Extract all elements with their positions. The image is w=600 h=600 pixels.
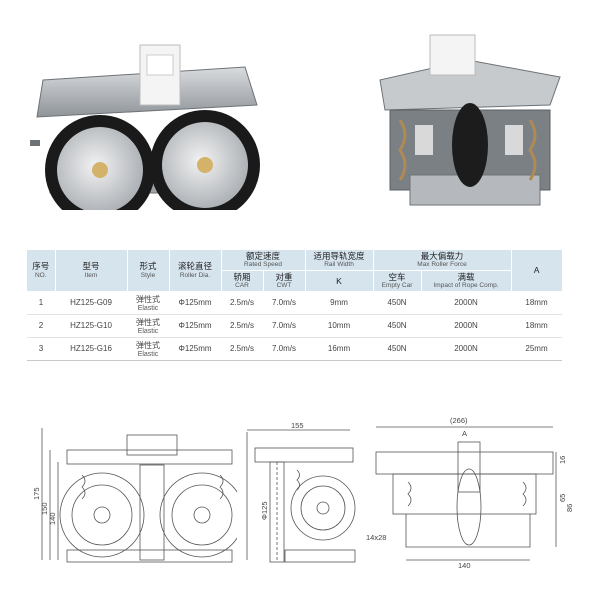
cell-impact: 2000N <box>421 291 512 315</box>
cell-no: 2 <box>27 314 55 338</box>
dim-86: 86 <box>565 504 573 512</box>
cell-empty: 450N <box>373 314 422 338</box>
cell-empty: 450N <box>373 291 422 315</box>
cell-item: HZ125-G10 <box>55 314 127 338</box>
cell-a: 25mm <box>511 337 563 361</box>
cell-impact: 2000N <box>421 314 512 338</box>
dim-phi125: Φ125 <box>260 502 269 521</box>
dim-140: 140 <box>48 512 57 525</box>
cell-car: 2.5m/s <box>221 291 263 315</box>
cell-cwt: 7.0m/s <box>263 337 306 361</box>
cell-no: 1 <box>27 291 55 315</box>
drawing-front-view: 175 150 140 <box>32 428 237 563</box>
dim-65: 65 <box>558 494 567 502</box>
dim-140-base: 140 <box>458 561 471 570</box>
cell-impact: 2000N <box>421 337 512 361</box>
dim-266: (266) <box>450 416 468 425</box>
dim-a: A <box>462 429 467 438</box>
cell-k: 10mm <box>305 314 374 338</box>
cell-a: 18mm <box>511 291 563 315</box>
cell-roller: Φ125mm <box>169 291 221 315</box>
cell-item: HZ125-G09 <box>55 291 127 315</box>
cell-no: 3 <box>27 337 55 361</box>
product-photo-front <box>30 44 260 210</box>
cell-roller: Φ125mm <box>169 314 221 338</box>
drawing-side-view: 155 Φ125 <box>246 421 356 563</box>
cell-a: 18mm <box>511 314 563 338</box>
dim-150: 150 <box>40 502 49 515</box>
cell-k: 9mm <box>305 291 374 315</box>
drawing-top-view: (266) A 14x28 140 16 65 86 <box>366 416 573 570</box>
cell-k: 16mm <box>305 337 374 361</box>
cell-roller: Φ125mm <box>169 337 221 361</box>
cell-cwt: 7.0m/s <box>263 314 306 338</box>
cell-car: 2.5m/s <box>221 337 263 361</box>
header-k: K <box>305 270 374 292</box>
dim-14x28: 14x28 <box>366 533 386 542</box>
cell-cwt: 7.0m/s <box>263 291 306 315</box>
dim-155: 155 <box>291 421 304 430</box>
cell-item: HZ125-G16 <box>55 337 127 361</box>
product-photo-back <box>379 34 561 206</box>
dim-175: 175 <box>32 487 41 500</box>
cell-car: 2.5m/s <box>221 314 263 338</box>
dim-16: 16 <box>558 456 567 464</box>
header-a: A <box>511 250 563 292</box>
cell-empty: 450N <box>373 337 422 361</box>
